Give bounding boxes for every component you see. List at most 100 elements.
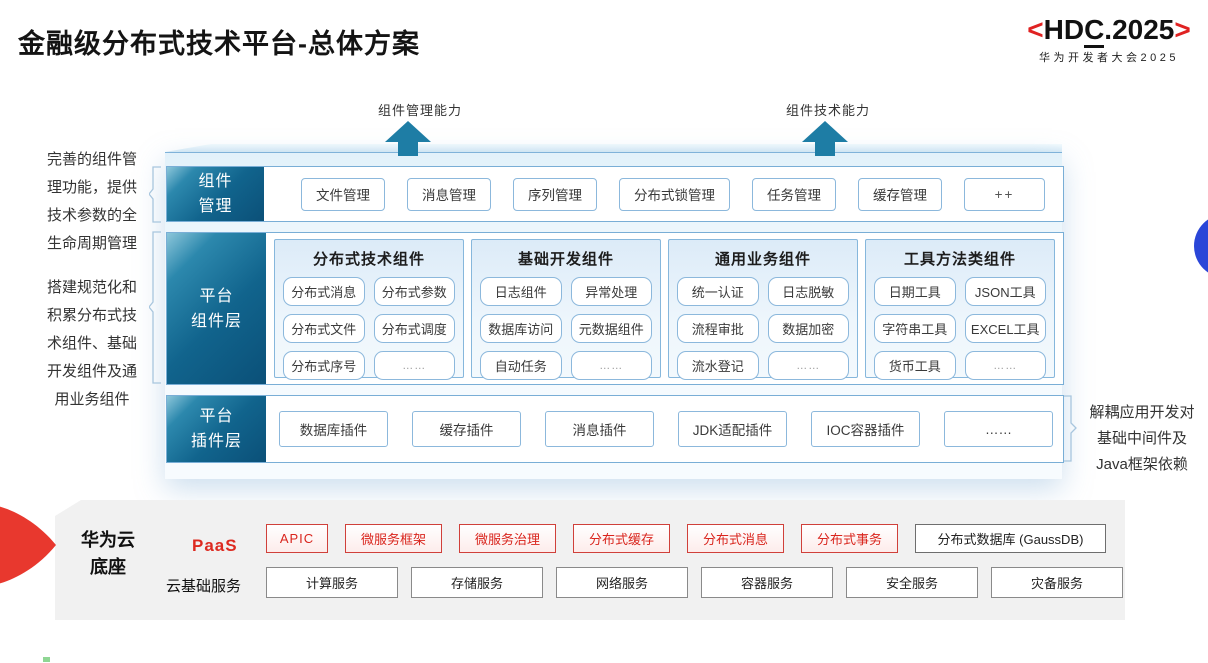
iaas-item: 灾备服务 — [991, 567, 1123, 598]
component-item: 分布式序号 — [283, 351, 365, 380]
logo-name-head: HD — [1043, 14, 1085, 45]
paas-items: APIC 微服务框架 微服务治理 分布式缓存 分布式消息 分布式事务 分布式数据… — [266, 524, 1106, 553]
paas-label: PaaS — [192, 536, 238, 555]
hdc-2025-logo: <HDC.2025> 华为开发者大会2025 — [1010, 14, 1208, 65]
component-item: 数据加密 — [767, 314, 849, 343]
paas-item: APIC — [266, 524, 328, 553]
logo-name-c-underlined: C — [1084, 14, 1105, 48]
management-item-more: ++ — [964, 177, 1045, 211]
component-item: 统一认证 — [677, 277, 759, 306]
iaas-item: 计算服务 — [266, 567, 398, 598]
component-item: 分布式文件 — [283, 314, 365, 343]
paas-item: 分布式事务 — [801, 524, 898, 553]
component-item: 分布式调度 — [373, 314, 455, 343]
group-title: 分布式技术组件 — [312, 251, 425, 268]
logo-right-angle: > — [1174, 14, 1191, 45]
up-arrow-icon — [802, 121, 848, 142]
plugin-item: 数据库插件 — [279, 411, 388, 447]
component-groups: 分布式技术组件 分布式消息 分布式参数 分布式文件 分布式调度 分布式序号 ……… — [266, 233, 1063, 384]
plugin-items: 数据库插件 缓存插件 消息插件 JDK适配插件 IOC容器插件 …… — [266, 396, 1053, 462]
iaas-item: 存储服务 — [411, 567, 543, 598]
iaas-item: 网络服务 — [556, 567, 688, 598]
panel-top-face — [165, 144, 1062, 152]
component-item: 日志脱敏 — [767, 277, 849, 306]
group-grid: 日期工具 JSON工具 字符串工具 EXCEL工具 货币工具 …… — [874, 277, 1046, 380]
component-item: 分布式参数 — [373, 277, 455, 306]
blue-circle-decoration — [1194, 214, 1208, 278]
foundation-label: 华为云 底座 — [81, 530, 135, 577]
group-grid: 统一认证 日志脱敏 流程审批 数据加密 流水登记 …… — [677, 277, 849, 380]
iaas-item: 容器服务 — [701, 567, 833, 598]
iaas-items: 计算服务 存储服务 网络服务 容器服务 安全服务 灾备服务 — [266, 567, 1123, 598]
group-title: 工具方法类组件 — [903, 251, 1016, 268]
plugin-item-more: …… — [944, 411, 1053, 447]
left-brace — [149, 231, 161, 384]
management-item: 消息管理 — [407, 177, 491, 211]
layer-label: 平台 插件层 — [167, 396, 266, 462]
group-grid: 日志组件 异常处理 数据库访问 元数据组件 自动任务 …… — [480, 277, 652, 380]
component-item: JSON工具 — [964, 277, 1046, 306]
paas-item: 微服务框架 — [345, 524, 442, 553]
paas-item-gaussdb: 分布式数据库 (GaussDB) — [915, 524, 1106, 553]
management-item: 缓存管理 — [858, 177, 942, 211]
component-item: 货币工具 — [874, 351, 956, 380]
annotation-management: 完善的组件管 理功能，提供 技术参数的全 生命周期管理 — [46, 151, 137, 252]
hdc-logo-subtitle: 华为开发者大会2025 — [1039, 52, 1179, 64]
right-brace — [1064, 395, 1077, 462]
hdc-logo-text: <HDC.2025> — [1010, 14, 1208, 48]
iaas-label: 云基础服务 — [166, 578, 242, 595]
group-common-business: 通用业务组件 统一认证 日志脱敏 流程审批 数据加密 流水登记 …… — [668, 239, 858, 380]
layer-label: 平台 组件层 — [167, 233, 266, 384]
iaas-item: 安全服务 — [846, 567, 978, 598]
group-distributed-tech: 分布式技术组件 分布式消息 分布式参数 分布式文件 分布式调度 分布式序号 …… — [274, 239, 464, 380]
huawei-cloud-foundation-panel — [55, 500, 1125, 620]
plugin-item: 消息插件 — [545, 411, 654, 447]
component-item: 异常处理 — [570, 277, 652, 306]
component-item: 自动任务 — [480, 351, 562, 380]
component-item: 流程审批 — [677, 314, 759, 343]
plugin-item: 缓存插件 — [412, 411, 521, 447]
capability-label-technical: 组件技术能力 — [785, 103, 870, 118]
component-item-more: …… — [570, 351, 652, 380]
component-item: 数据库访问 — [480, 314, 562, 343]
component-item: 流水登记 — [677, 351, 759, 380]
component-item-more: …… — [964, 351, 1046, 380]
annotation-components: 搭建规范化和 积累分布式技 术组件、基础 开发组件及通 用业务组件 — [46, 279, 137, 408]
component-item: 分布式消息 — [283, 277, 365, 306]
management-item: 文件管理 — [301, 177, 385, 211]
group-title: 通用业务组件 — [714, 251, 811, 268]
layer-platform-plugins: 平台 插件层 数据库插件 缓存插件 消息插件 JDK适配插件 IOC容器插件 …… — [166, 395, 1064, 463]
component-item-more: …… — [373, 351, 455, 380]
component-item: EXCEL工具 — [964, 314, 1046, 343]
green-speck — [43, 657, 50, 662]
page-title: 金融级分布式技术平台-总体方案 — [18, 29, 420, 59]
paas-item: 微服务治理 — [459, 524, 556, 553]
up-arrow-stem — [398, 141, 418, 156]
paas-item: 分布式缓存 — [573, 524, 670, 553]
capability-label-management: 组件管理能力 — [377, 103, 462, 118]
plugin-item: IOC容器插件 — [811, 411, 920, 447]
paas-item: 分布式消息 — [687, 524, 784, 553]
component-item: 日志组件 — [480, 277, 562, 306]
management-item: 分布式锁管理 — [619, 177, 730, 211]
up-arrow-icon — [385, 121, 431, 142]
up-arrow-stem — [815, 141, 835, 156]
layer-label: 组件 管理 — [167, 167, 264, 221]
logo-name-tail: .2025 — [1104, 14, 1175, 45]
left-brace — [149, 166, 161, 223]
management-item: 任务管理 — [752, 177, 836, 211]
group-grid: 分布式消息 分布式参数 分布式文件 分布式调度 分布式序号 …… — [283, 277, 455, 380]
component-item-more: …… — [767, 351, 849, 380]
management-item: 序列管理 — [513, 177, 597, 211]
group-tool-methods: 工具方法类组件 日期工具 JSON工具 字符串工具 EXCEL工具 货币工具 …… — [865, 239, 1055, 380]
group-title: 基础开发组件 — [517, 251, 614, 268]
annotation-plugins: 解耦应用开发对 基础中间件及 Java框架依赖 — [1089, 404, 1195, 473]
layer-platform-components: 平台 组件层 分布式技术组件 分布式消息 分布式参数 分布式文件 分布式调度 分… — [166, 232, 1064, 385]
plugin-item: JDK适配插件 — [678, 411, 787, 447]
component-item: 字符串工具 — [874, 314, 956, 343]
component-item: 元数据组件 — [570, 314, 652, 343]
component-item: 日期工具 — [874, 277, 956, 306]
red-arrow-icon — [0, 506, 56, 584]
management-items: 文件管理 消息管理 序列管理 分布式锁管理 任务管理 缓存管理 ++ — [264, 167, 1045, 221]
